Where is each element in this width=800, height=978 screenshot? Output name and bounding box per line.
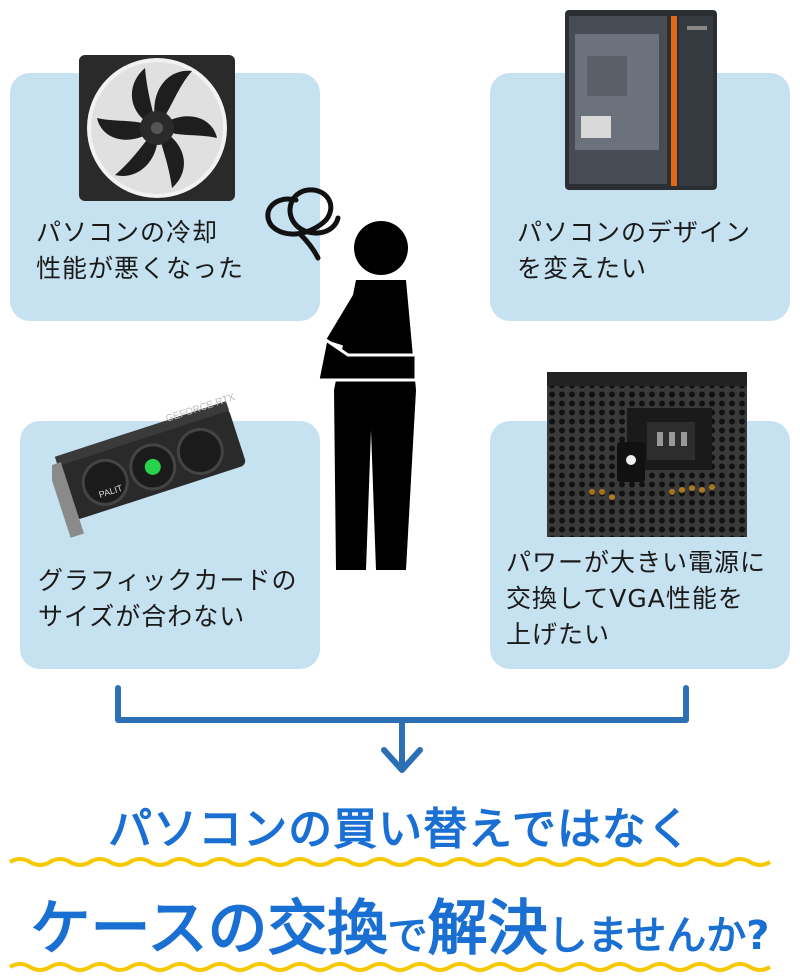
headline-main-d: しませんか?: [547, 913, 770, 959]
panel-design-text: パソコンのデザイン を変えたい: [517, 218, 752, 283]
headline-main: ケースの交換で解決しませんか?: [0, 880, 800, 967]
graphics-card-image: GEFORCE RTX PALIT: [52, 392, 246, 538]
wave-bottom: [8, 962, 772, 972]
panel-cooling-text: パソコンの冷却 性能が悪くなった: [36, 218, 245, 283]
power-supply-image: [547, 372, 747, 537]
panel-psu-text: パワーが大きい電源に 交換してVGA性能を 上げたい: [506, 548, 767, 649]
headline-main-c: 解決: [427, 894, 548, 964]
headline-main-b: で: [387, 913, 428, 959]
wave-top: [8, 857, 772, 867]
pc-case-image: [565, 10, 717, 190]
confused-person-icon: [265, 187, 418, 570]
bracket-arrow: [115, 685, 689, 773]
case-fan-image: [79, 55, 235, 201]
headline-sub: パソコンの買い替えではなく: [108, 804, 692, 855]
panel-gpu-text: グラフィックカードの サイズが合わない: [38, 566, 298, 631]
headline-main-a: ケースの交換: [30, 894, 388, 964]
